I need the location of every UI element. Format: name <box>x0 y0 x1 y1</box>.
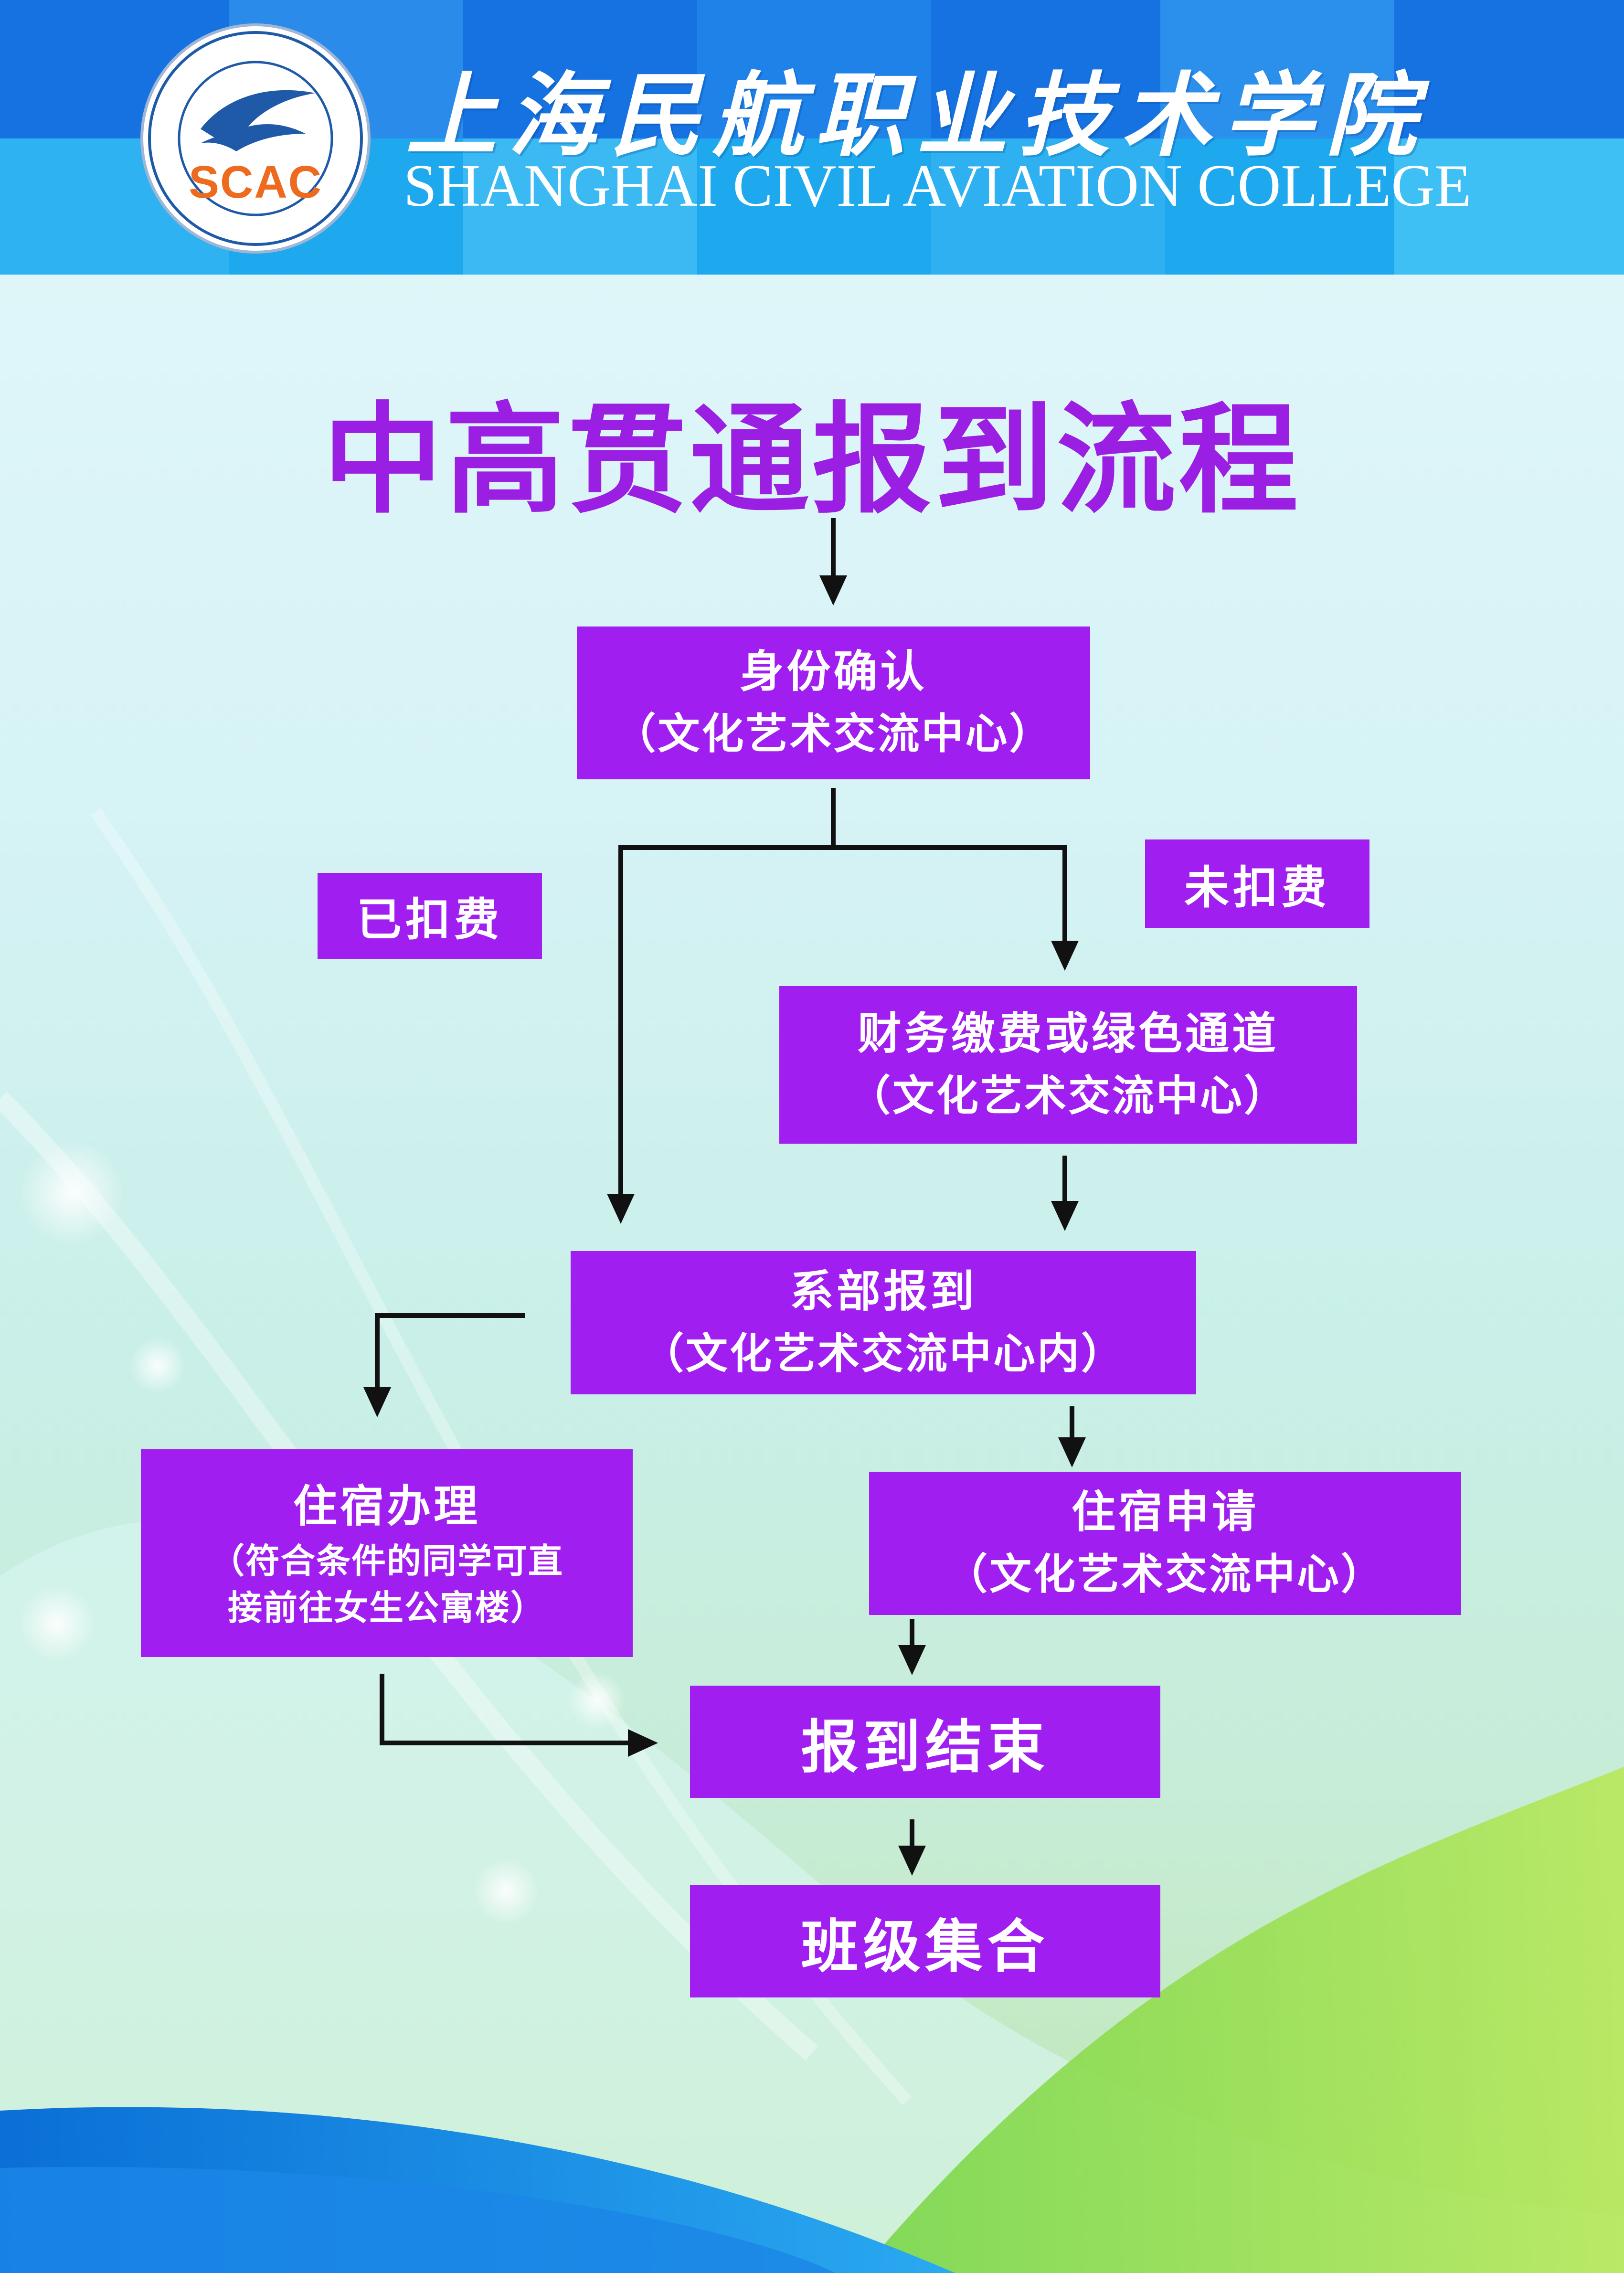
header-banner: SCAC 上海民航职业技术学院 SHANGHAI CIVIL AVIATION … <box>0 0 1624 275</box>
step-dorm-process: 住宿办理 （符合条件的同学可直 接前往女生公寓楼） <box>141 1449 633 1657</box>
swallow-icon <box>148 31 363 246</box>
logo-abbreviation: SCAC <box>188 157 322 208</box>
label-unpaid: 未扣费 <box>1145 839 1369 928</box>
college-logo: SCAC <box>143 26 368 251</box>
step-title: 系部报到 <box>789 1266 977 1317</box>
step-note-line2: 接前往女生公寓楼） <box>227 1587 546 1628</box>
step-title: 住宿办理 <box>293 1480 480 1532</box>
step-title: 身份确认 <box>740 646 927 697</box>
step-class-gather: 班级集合 <box>690 1885 1160 1997</box>
step-location: （文化艺术交流中心内） <box>641 1329 1125 1378</box>
college-name-english: SHANGHAI CIVIL AVIATION COLLEGE <box>403 153 1472 219</box>
step-title: 报到结束 <box>801 1714 1050 1781</box>
step-title: 班级集合 <box>801 1913 1050 1980</box>
page-title: 中高贯通报到流程 <box>323 391 1301 530</box>
step-identity-confirm: 身份确认 （文化艺术交流中心） <box>577 627 1090 779</box>
step-location: （文化艺术交流中心） <box>614 709 1053 758</box>
college-name-chinese: 上海民航职业技术学院 <box>406 62 1428 169</box>
step-note-line1: （符合条件的同学可直 <box>210 1540 563 1581</box>
step-finance-payment: 财务缴费或绿色通道 （文化艺术交流中心） <box>779 986 1357 1144</box>
step-dorm-apply: 住宿申请 （文化艺术交流中心） <box>869 1472 1461 1615</box>
step-location: （文化艺术交流中心） <box>848 1071 1288 1120</box>
step-title: 财务缴费或绿色通道 <box>857 1008 1279 1059</box>
label-paid: 已扣费 <box>318 873 542 959</box>
step-finish: 报到结束 <box>690 1686 1160 1798</box>
step-location: （文化艺术交流中心） <box>945 1550 1385 1599</box>
step-title: 住宿申请 <box>1071 1487 1259 1538</box>
step-department-checkin: 系部报到 （文化艺术交流中心内） <box>571 1251 1196 1394</box>
